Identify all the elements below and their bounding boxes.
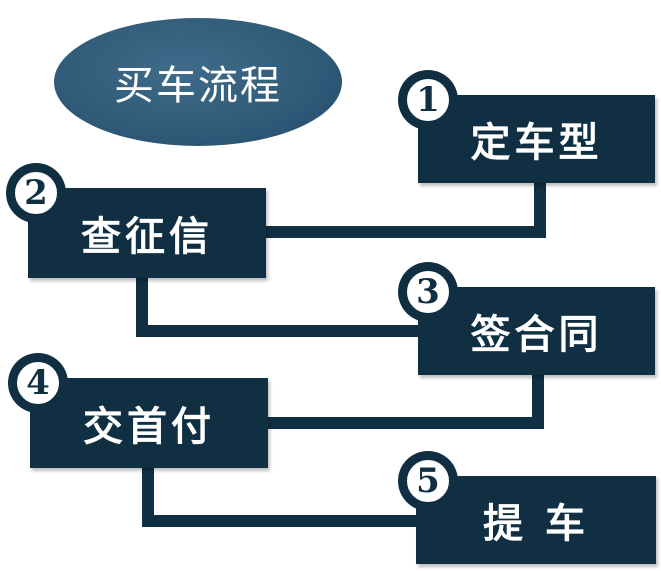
step-4-badge: 4 [8, 353, 68, 413]
step-2-label: 查征信 [81, 213, 213, 260]
step-2-badge: 2 [6, 163, 66, 223]
step-5-number: 5 [404, 457, 452, 505]
connector-1-2 [266, 176, 546, 238]
step-3-box: 签合同 [418, 287, 655, 375]
step-2-number: 2 [12, 169, 60, 217]
step-4-box: 交首付 [30, 378, 268, 468]
step-4-number: 4 [14, 359, 62, 407]
step-1-number: 1 [404, 76, 452, 124]
step-3-label: 签合同 [470, 311, 603, 358]
connector-4-5 [142, 468, 416, 527]
flow-title-ellipse: 买车流程 [54, 18, 342, 146]
flow-title: 买车流程 [114, 63, 282, 109]
step-4-label: 交首付 [83, 403, 215, 450]
step-2-box: 查征信 [28, 188, 266, 278]
step-5-label: 提 车 [483, 500, 589, 547]
connector-2-3 [136, 278, 418, 337]
step-3-number: 3 [404, 268, 452, 316]
step-1-box: 定车型 [418, 95, 655, 183]
step-3-badge: 3 [398, 262, 458, 322]
step-1-badge: 1 [398, 70, 458, 130]
step-1-label: 定车型 [470, 119, 603, 166]
step-5-badge: 5 [398, 451, 458, 511]
connector-3-4 [268, 375, 544, 429]
